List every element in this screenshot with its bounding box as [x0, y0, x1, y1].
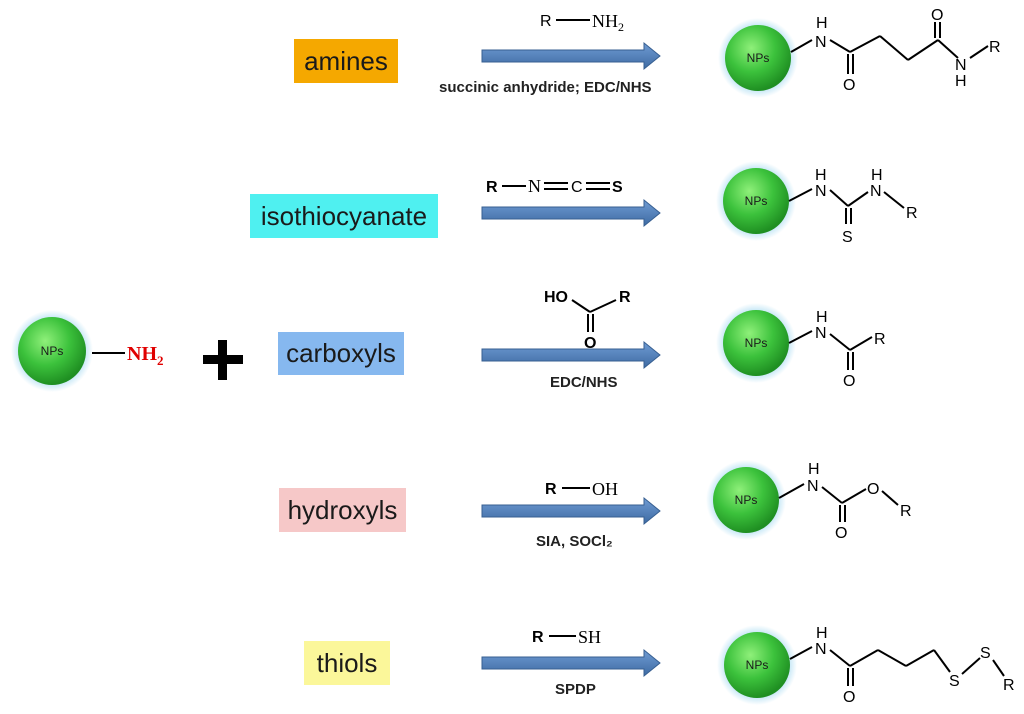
svg-text:O: O — [867, 481, 879, 498]
svg-text:O: O — [835, 525, 847, 542]
product-structure-isothiocyanate: N H S N H R — [788, 167, 918, 246]
svg-text:O: O — [843, 77, 855, 94]
svg-text:R: R — [619, 289, 631, 306]
product-np-carboxyls: NPs — [716, 303, 796, 383]
product-np-hydroxyls: NPs — [706, 460, 786, 540]
svg-text:R: R — [545, 481, 557, 498]
svg-text:S: S — [980, 645, 991, 662]
svg-text:N: N — [528, 176, 541, 196]
conditions-carboxyls: EDC/NHS — [550, 374, 618, 391]
svg-text:N: N — [815, 183, 827, 200]
label-hydroxyls-text: hydroxyls — [287, 494, 398, 525]
product-np-isothiocyanate: NPs — [716, 161, 796, 241]
start-nanoparticle: NPs NH2 — [11, 310, 164, 392]
svg-text:S: S — [612, 179, 623, 196]
svg-text:NPs: NPs — [747, 51, 770, 65]
label-amines-text: amines — [304, 45, 388, 76]
svg-text:O: O — [931, 7, 943, 24]
label-hydroxyls: hydroxyls — [279, 488, 406, 532]
conditions-hydroxyls: SIA, SOCl₂ — [536, 533, 613, 550]
svg-text:R: R — [540, 13, 552, 30]
svg-text:OH: OH — [592, 479, 618, 499]
svg-text:R: R — [532, 629, 544, 646]
svg-text:H: H — [871, 167, 883, 184]
svg-text:O: O — [584, 335, 596, 352]
arrow-thiols — [481, 648, 661, 678]
svg-text:O: O — [843, 373, 855, 390]
svg-text:N: N — [815, 325, 827, 342]
svg-text:NPs: NPs — [745, 336, 768, 350]
svg-text:R: R — [874, 331, 886, 348]
product-structure-hydroxyls: N H O O R — [778, 461, 912, 542]
svg-text:R: R — [906, 205, 918, 222]
svg-text:C: C — [571, 179, 583, 196]
svg-text:N: N — [955, 57, 967, 74]
svg-text:SH: SH — [578, 627, 601, 647]
arrow-carboxyls — [481, 340, 661, 370]
svg-text:NPs: NPs — [745, 194, 768, 208]
plus-icon — [203, 340, 243, 380]
svg-text:O: O — [843, 689, 855, 706]
conditions-thiols: SPDP — [555, 681, 596, 698]
reagent-thiol: R SH — [532, 627, 601, 647]
svg-text:H: H — [815, 167, 827, 184]
start-nh2-group: NH2 — [127, 343, 164, 368]
label-carboxyls-text: carboxyls — [286, 338, 396, 368]
reagent-alcohol: R OH — [545, 479, 618, 499]
svg-text:R: R — [1003, 677, 1015, 694]
svg-text:S: S — [842, 229, 853, 246]
svg-text:H: H — [955, 73, 967, 90]
svg-text:R: R — [989, 39, 1001, 56]
svg-text:N: N — [807, 478, 819, 495]
conditions-amines: succinic anhydride; EDC/NHS — [439, 79, 652, 96]
svg-text:R: R — [486, 179, 498, 196]
reagent-isothiocyanate: R N C S — [486, 176, 623, 196]
svg-text:H: H — [816, 625, 828, 642]
svg-text:R: R — [900, 503, 912, 520]
product-np-amines: NPs — [718, 18, 798, 98]
svg-text:NPs: NPs — [746, 658, 769, 672]
svg-text:N: N — [815, 34, 827, 51]
svg-text:H: H — [816, 309, 828, 326]
product-structure-thiols: N H O S S R — [789, 625, 1015, 706]
start-np-label: NPs — [41, 344, 64, 358]
label-carboxyls: carboxyls — [278, 332, 404, 375]
svg-text:NPs: NPs — [735, 493, 758, 507]
product-structure-carboxyls: N H O R — [788, 309, 886, 390]
reagent-amine: R NH2 — [540, 11, 624, 34]
svg-text:HO: HO — [544, 289, 568, 306]
arrow-hydroxyls — [481, 496, 661, 526]
svg-text:N: N — [815, 641, 827, 658]
label-isothiocyanate: isothiocyanate — [250, 194, 438, 238]
svg-text:H: H — [816, 15, 828, 32]
arrow-amines — [481, 41, 661, 71]
arrow-isothiocyanate — [481, 198, 661, 228]
svg-text:NH2: NH2 — [592, 11, 624, 34]
product-structure-amines: N H O O N H R — [790, 7, 1001, 94]
label-amines: amines — [294, 39, 398, 83]
svg-text:N: N — [870, 183, 882, 200]
label-thiols: thiols — [304, 641, 390, 685]
label-isothiocyanate-text: isothiocyanate — [260, 200, 428, 231]
label-thiols-text: thiols — [316, 647, 378, 678]
product-np-thiols: NPs — [717, 625, 797, 705]
svg-text:H: H — [808, 461, 820, 478]
svg-text:S: S — [949, 673, 960, 690]
reagent-carboxylic-acid: HO O R — [544, 289, 631, 352]
